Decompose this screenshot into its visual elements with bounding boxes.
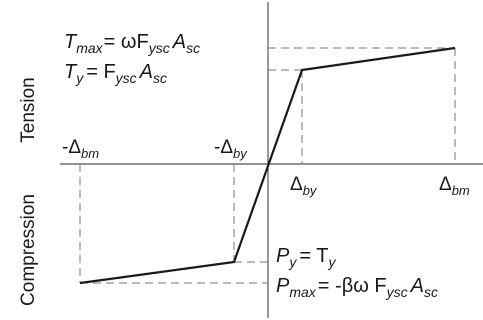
dashed-guides (79, 47, 456, 284)
pos-delta-bm-label: Δbm (439, 174, 470, 198)
tension-label: Tension (18, 77, 39, 143)
pos-delta-by-label: Δby (290, 174, 318, 198)
neg-delta-bm-label: -Δbm (62, 137, 99, 161)
backbone-curve (79, 46, 456, 285)
py-equation: Py= Ty (276, 245, 336, 270)
compression-label: Compression (18, 194, 39, 306)
neg-delta-by-label: -Δby (214, 137, 248, 161)
